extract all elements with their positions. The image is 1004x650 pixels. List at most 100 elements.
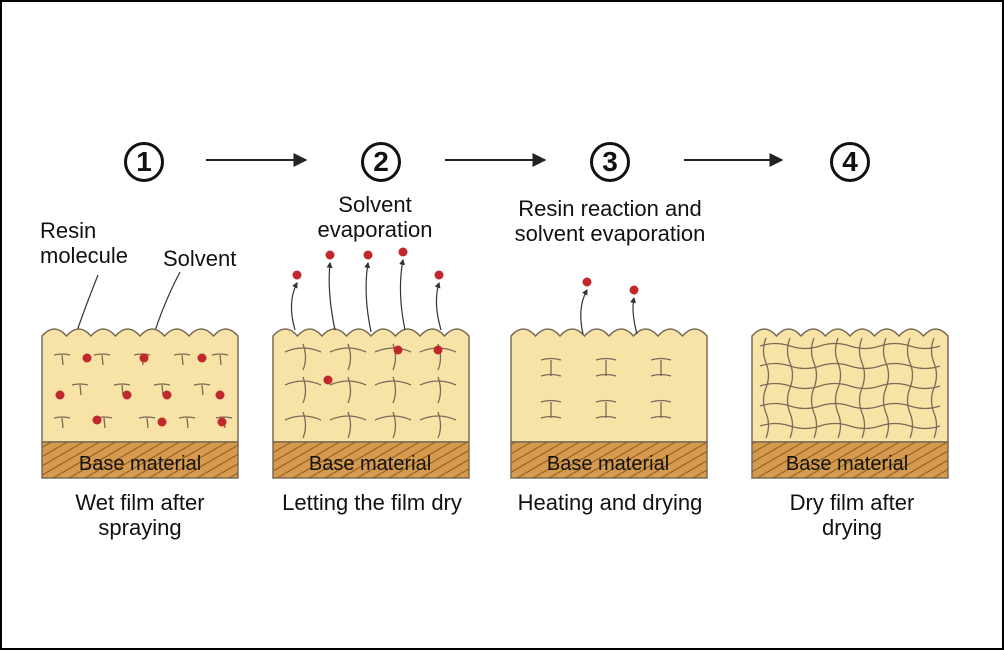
caption-step-4: Dry film after drying xyxy=(752,490,952,540)
film-layer-2 xyxy=(272,328,470,443)
resin-molecule-p1-4 xyxy=(173,353,191,366)
step-number-1: 1 xyxy=(124,142,164,182)
resin-network-p2-10 xyxy=(329,411,367,439)
solvent-dot-p1-10 xyxy=(217,417,227,427)
caption-step-1: Wet film after spraying xyxy=(40,490,240,540)
dry-film-strand-v-1 xyxy=(762,337,770,439)
evaporating-solvent-p2-4 xyxy=(398,247,408,257)
evaporation-arrow-p2-2 xyxy=(326,261,336,331)
resin-molecule-p1-9 xyxy=(193,383,211,396)
solvent-dot-p2-3 xyxy=(323,375,333,385)
caption-3-line-1: Heating and drying xyxy=(517,490,703,515)
resin-network-p2-2 xyxy=(329,343,367,371)
base-material-label-4: Base material xyxy=(785,453,909,475)
base-material-2 xyxy=(272,441,470,479)
step3-top-line-1: Resin reaction and xyxy=(518,196,702,221)
solvent-dot-p2-2 xyxy=(433,345,443,355)
resin-molecule-p1-2 xyxy=(93,353,111,366)
solvent-dot-p1-5 xyxy=(122,390,132,400)
dry-film-strand-h-4 xyxy=(759,402,941,410)
resin-molecule-p1-1 xyxy=(53,353,71,366)
evaporating-solvent-p3-1 xyxy=(582,277,592,287)
caption-1-line-1: Wet film after xyxy=(75,490,205,515)
caption-2-line-1: Letting the film dry xyxy=(282,490,462,515)
evaporating-solvent-p3-2 xyxy=(629,285,639,295)
step-number-4: 4 xyxy=(830,142,870,182)
evaporation-arrow-p2-1 xyxy=(290,281,298,331)
resin-network-p2-11 xyxy=(374,411,412,439)
solvent-dot-p1-2 xyxy=(139,353,149,363)
resin-crosslink-p3-2 xyxy=(595,357,617,377)
step3-top-line-2: solvent evaporation xyxy=(514,221,706,246)
resin-network-p2-1 xyxy=(284,343,322,371)
evaporating-solvent-p2-5 xyxy=(434,270,444,280)
resin-molecule-p1-10 xyxy=(53,416,71,429)
dry-film-strand-v-5 xyxy=(858,337,866,439)
solvent-evaporation-label: Solvent evaporation xyxy=(300,192,450,242)
solvent-dot-p1-1 xyxy=(82,353,92,363)
dry-film-strand-v-7 xyxy=(906,337,914,439)
resin-crosslink-p3-5 xyxy=(595,399,617,419)
resin-crosslink-p3-1 xyxy=(540,357,562,377)
resin-crosslink-p3-6 xyxy=(650,399,672,419)
evaporation-arrow-p2-4 xyxy=(399,258,406,331)
solvent-dot-p2-1 xyxy=(393,345,403,355)
caption-4-line-1: Dry film after xyxy=(789,490,915,515)
dry-film-strand-v-3 xyxy=(810,337,818,439)
dry-film-strand-h-1 xyxy=(759,342,941,350)
caption-step-2: Letting the film dry xyxy=(262,490,482,515)
resin-molecule-p1-12 xyxy=(138,416,156,429)
evaporation-arrow-p3-2 xyxy=(630,296,638,335)
solvent-dot-p1-3 xyxy=(197,353,207,363)
base-material-1 xyxy=(41,441,239,479)
solvent-dot-p1-6 xyxy=(162,390,172,400)
film-layer-3 xyxy=(510,328,708,443)
evaporating-solvent-p2-3 xyxy=(363,250,373,260)
resin-label-line-1: Resin xyxy=(40,218,97,243)
step2-top-line-1: Solvent xyxy=(338,192,412,217)
dry-film-strand-h-5 xyxy=(759,422,941,430)
base-material-label-3: Base material xyxy=(546,453,670,475)
base-material-label-2: Base material xyxy=(308,453,432,475)
base-material-label-1: Base material xyxy=(78,453,202,475)
resin-molecule-p1-6 xyxy=(71,383,89,396)
resin-network-p2-3 xyxy=(374,343,412,371)
dry-film-strand-v-4 xyxy=(834,337,842,439)
solvent-dot-p1-7 xyxy=(215,390,225,400)
film-layer-1 xyxy=(41,328,239,443)
base-material-3 xyxy=(510,441,708,479)
solvent-dot-p1-8 xyxy=(92,415,102,425)
solvent-dot-p1-4 xyxy=(55,390,65,400)
dry-film-strand-v-8 xyxy=(930,337,938,439)
resin-network-p2-7 xyxy=(374,376,412,404)
step-number-2: 2 xyxy=(361,142,401,182)
dry-film-strand-h-2 xyxy=(759,362,941,370)
caption-4-line-2: drying xyxy=(822,515,882,540)
evaporating-solvent-p2-1 xyxy=(292,270,302,280)
caption-step-3: Heating and drying xyxy=(500,490,720,515)
evaporation-arrow-p3-1 xyxy=(580,288,588,335)
dry-film-strand-v-6 xyxy=(882,337,890,439)
resin-molecule-label: Resin molecule xyxy=(40,218,128,268)
base-material-4 xyxy=(751,441,949,479)
resin-crosslink-p3-3 xyxy=(650,357,672,377)
dry-film-strand-h-3 xyxy=(759,382,941,390)
resin-molecule-p1-5 xyxy=(211,353,229,366)
resin-reaction-label: Resin reaction and solvent evaporation xyxy=(495,196,725,246)
resin-label-line-2: molecule xyxy=(40,243,129,268)
resin-network-p2-6 xyxy=(329,376,367,404)
step2-top-line-2: evaporation xyxy=(317,217,433,242)
resin-network-p2-12 xyxy=(419,411,457,439)
resin-network-p2-5 xyxy=(284,376,322,404)
evaporation-arrow-p2-5 xyxy=(434,281,442,331)
evaporation-arrow-p2-3 xyxy=(364,261,372,333)
resin-network-p2-8 xyxy=(419,376,457,404)
caption-1-line-2: spraying xyxy=(98,515,182,540)
resin-molecule-p1-13 xyxy=(178,416,196,429)
solvent-label: Solvent xyxy=(163,246,237,271)
step-number-3: 3 xyxy=(590,142,630,182)
dry-film-strand-v-2 xyxy=(786,337,794,439)
resin-crosslink-p3-4 xyxy=(540,399,562,419)
